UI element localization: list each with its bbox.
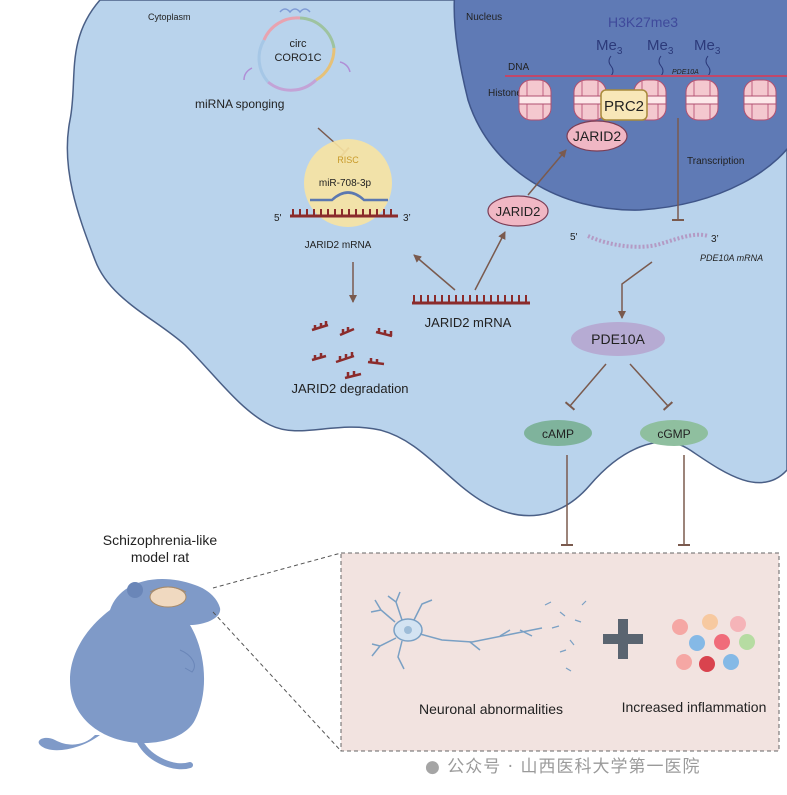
mirna-sponging-label: miRNA sponging [195, 97, 284, 111]
camp-oval [524, 420, 592, 446]
mrna-3prime-right: 3’ [711, 234, 719, 245]
arrow-mrna-to-risc [413, 254, 456, 291]
arrow-jarid2-to-nucleus [527, 149, 567, 196]
inflammation-dots [672, 614, 755, 672]
plus-icon [603, 619, 643, 659]
arrow-mrna-to-jarid2 [474, 231, 506, 291]
camp-label: cAMP [542, 427, 574, 441]
svg-text:Me3: Me3 [596, 37, 623, 57]
transcription-label: Transcription [687, 156, 744, 167]
nucleus-label: Nucleus [466, 12, 502, 23]
risc-label: RISC [337, 155, 359, 165]
jarid2-mrna-small [290, 209, 398, 218]
circ-coro1c-ring [243, 8, 351, 92]
pde10a-protein-oval [571, 322, 665, 356]
nucleosomes [518, 79, 777, 121]
zoom-line-top [212, 552, 342, 589]
rat-label-line2: model rat [131, 549, 189, 565]
degradation-fragments [311, 321, 393, 380]
cytoplasm-label: Cytoplasm [148, 12, 191, 22]
neuronal-abnormalities-label: Neuronal abnormalities [419, 701, 563, 717]
svg-text:Me3: Me3 [694, 37, 721, 57]
rat-illustration [38, 578, 221, 770]
prc2-box [600, 89, 648, 121]
pde10a-mrna-label: PDE10A mRNA [700, 253, 763, 263]
mrna-5prime-right: 5' [570, 232, 578, 243]
neuron-illustration [370, 591, 543, 670]
mir-label: miR-708-3p [319, 178, 372, 189]
wechat-icon: ● [425, 757, 441, 777]
jarid2-mrna-center-label: JARID2 mRNA [425, 315, 512, 330]
circ-label-line1: circ [289, 38, 307, 50]
jarid2-mrna-center [412, 295, 530, 305]
circ-label-line2: CORO1C [274, 52, 321, 64]
jarid2-nuclear-label: JARID2 [573, 128, 621, 144]
watermark: ● 公众号 · 山西医科大学第一医院 [425, 752, 700, 777]
inhibit-camp [564, 363, 607, 411]
prc2-label: PRC2 [604, 98, 644, 115]
jarid2-cyto-label: JARID2 [496, 204, 541, 219]
svg-text:Me3: Me3 [647, 37, 674, 57]
jarid2-mrna-small-label: JARID2 mRNA [305, 240, 372, 251]
axon-fragments [544, 600, 587, 672]
inhibit-cgmp [629, 363, 674, 411]
cgmp-label: cGMP [657, 427, 690, 441]
jarid2-degradation-label: JARID2 degradation [291, 381, 408, 396]
watermark-text: 公众号 · 山西医科大学第一医院 [447, 757, 701, 777]
dna-label: DNA [508, 62, 529, 73]
histone-label: Histone [488, 88, 522, 99]
mir-strand [310, 191, 388, 202]
jarid2-nuclear-oval [566, 120, 628, 152]
mrna-3prime-left: 3’ [403, 213, 411, 224]
arrow-to-pde10a [618, 261, 653, 319]
increased-inflammation-label: Increased inflammation [622, 699, 767, 715]
pde10a-protein-label: PDE10A [591, 331, 645, 347]
jarid2-cyto-oval [487, 195, 549, 227]
h3k27me3-label: H3K27me3 [608, 14, 678, 30]
rat-label-line1: Schizophrenia-like [103, 532, 218, 548]
pde10a-mrna-strand [587, 232, 709, 249]
risc-complex [304, 139, 392, 227]
cgmp-oval [640, 420, 708, 446]
pde10a-gene-label: PDE10A [672, 69, 699, 76]
mrna-5prime-left: 5' [274, 213, 282, 224]
methyl-marks: Me3 Me3 Me3 [596, 37, 721, 77]
zoom-line-bottom [212, 611, 342, 752]
